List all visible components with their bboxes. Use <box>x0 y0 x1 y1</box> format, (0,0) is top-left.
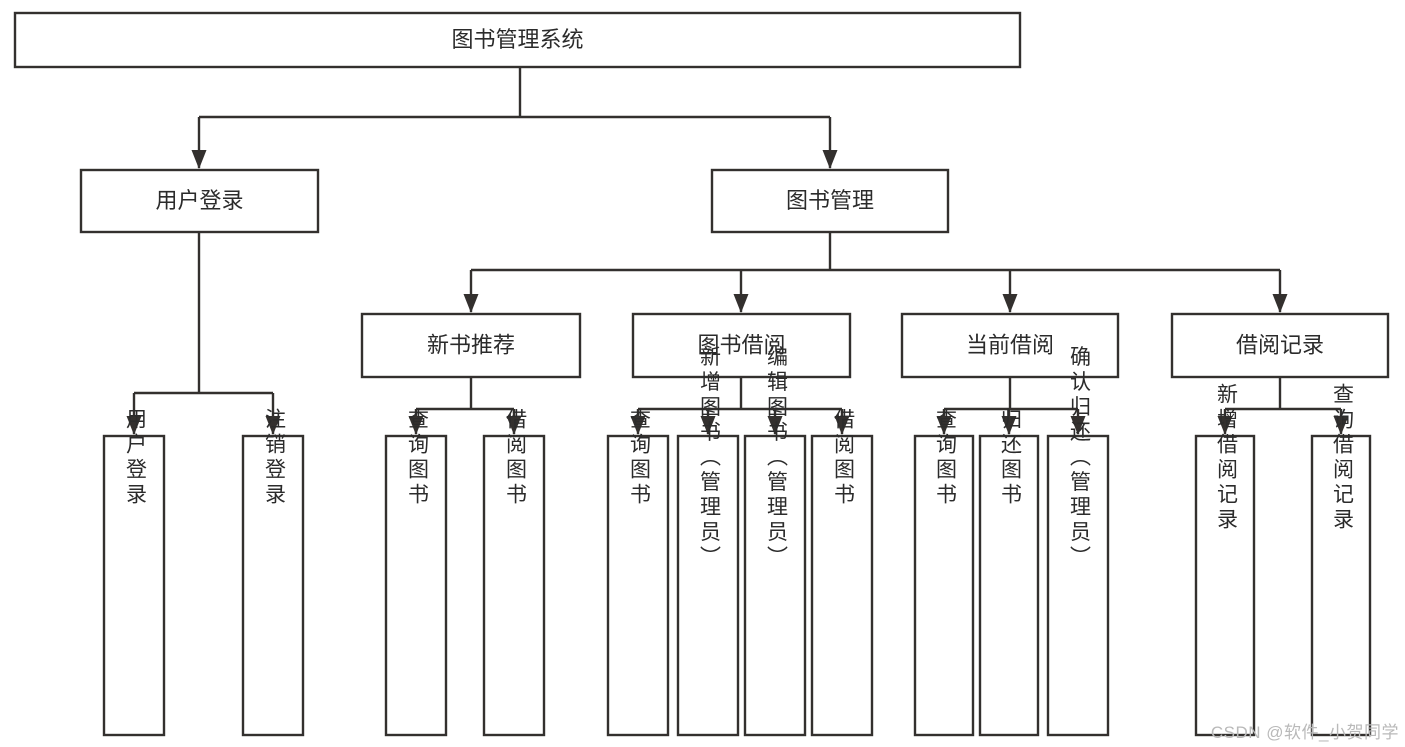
node-leaf-edit-book[interactable]: 编辑图书（管理员） <box>743 346 807 737</box>
arrow-head-icon <box>767 416 783 435</box>
node-label-new-book-rec: 新书推荐 <box>427 332 515 357</box>
node-leaf-query-book-2[interactable]: 查询图书 <box>606 408 670 737</box>
node-label-leaf-query-book-2: 查询图书 <box>627 408 651 508</box>
node-box-borrow-record <box>1170 312 1390 379</box>
arrow-head-icon <box>1333 416 1349 435</box>
node-leaf-add-record[interactable]: 新增借阅记录 <box>1194 383 1256 737</box>
node-root[interactable]: 图书管理系统 <box>13 11 1022 69</box>
node-leaf-return-book[interactable]: 归还图书 <box>978 408 1040 737</box>
arrow-head-icon <box>506 416 522 435</box>
node-user-login[interactable]: 用户登录 <box>79 168 320 234</box>
node-label-leaf-query-book-3: 查询图书 <box>933 408 957 508</box>
arrow-head-icon <box>1217 416 1233 435</box>
node-box-root <box>13 11 1022 69</box>
node-label-leaf-borrow-book-1: 借阅图书 <box>503 408 527 508</box>
node-box-leaf-add-record <box>1194 434 1256 737</box>
node-box-leaf-logout <box>241 434 305 737</box>
node-current-borrow[interactable]: 当前借阅 <box>900 312 1120 379</box>
node-label-book-manage: 图书管理 <box>786 188 874 213</box>
node-label-leaf-query-book-1: 查询图书 <box>405 408 429 508</box>
arrow-head-icon <box>1001 416 1017 435</box>
node-label-current-borrow: 当前借阅 <box>966 332 1054 357</box>
node-label-leaf-edit-book: 编辑图书（管理员） <box>764 346 788 571</box>
arrow-head-icon <box>265 416 281 435</box>
node-box-leaf-borrow-book-1 <box>482 434 546 737</box>
node-new-book-rec[interactable]: 新书推荐 <box>360 312 582 379</box>
node-label-leaf-return-book: 归还图书 <box>998 408 1022 508</box>
arrow-head-icon <box>1272 294 1288 313</box>
node-label-leaf-query-record: 查询借阅记录 <box>1330 383 1354 533</box>
node-book-borrow[interactable]: 图书借阅 <box>631 312 852 379</box>
arrow-head-icon <box>822 150 838 169</box>
arrow-head-icon <box>191 150 207 169</box>
node-label-leaf-add-book: 新增图书（管理员） <box>697 346 721 571</box>
node-leaf-confirm-return[interactable]: 确认归还（管理员） <box>1046 346 1110 737</box>
node-box-leaf-return-book <box>978 434 1040 737</box>
arrow-head-icon <box>834 416 850 435</box>
node-book-manage[interactable]: 图书管理 <box>710 168 950 234</box>
node-box-leaf-query-book-2 <box>606 434 670 737</box>
node-box-book-borrow <box>631 312 852 379</box>
node-leaf-query-book-1[interactable]: 查询图书 <box>384 408 448 737</box>
node-label-leaf-add-record: 新增借阅记录 <box>1214 383 1238 533</box>
node-leaf-query-record[interactable]: 查询借阅记录 <box>1310 383 1372 737</box>
node-box-current-borrow <box>900 312 1120 379</box>
node-label-leaf-user-login: 用户登录 <box>123 408 147 508</box>
node-box-new-book-rec <box>360 312 582 379</box>
arrow-head-icon <box>733 294 749 313</box>
node-label-leaf-borrow-book-2: 借阅图书 <box>831 408 855 508</box>
node-leaf-query-book-3[interactable]: 查询图书 <box>913 408 975 737</box>
node-label-user-login: 用户登录 <box>155 188 243 213</box>
node-borrow-record[interactable]: 借阅记录 <box>1170 312 1390 379</box>
node-box-leaf-query-book-1 <box>384 434 448 737</box>
node-box-leaf-confirm-return <box>1046 434 1110 737</box>
node-label-root: 图书管理系统 <box>451 27 583 52</box>
node-leaf-logout[interactable]: 注销登录 <box>241 408 305 737</box>
node-box-user-login <box>79 168 320 234</box>
arrow-head-icon <box>936 416 952 435</box>
arrow-head-icon <box>408 416 424 435</box>
node-box-leaf-user-login <box>102 434 166 737</box>
arrow-head-icon <box>630 416 646 435</box>
node-leaf-borrow-book-2[interactable]: 借阅图书 <box>810 408 874 737</box>
node-box-book-manage <box>710 168 950 234</box>
node-label-leaf-logout: 注销登录 <box>262 408 286 508</box>
node-leaf-user-login[interactable]: 用户登录 <box>102 408 166 737</box>
node-label-borrow-record: 借阅记录 <box>1236 332 1324 357</box>
node-box-leaf-borrow-book-2 <box>810 434 874 737</box>
arrow-head-icon <box>1002 294 1018 313</box>
arrow-head-icon <box>126 416 142 435</box>
node-box-leaf-query-record <box>1310 434 1372 737</box>
node-label-leaf-confirm-return: 确认归还（管理员） <box>1067 346 1091 571</box>
node-leaf-add-book[interactable]: 新增图书（管理员） <box>676 346 740 737</box>
arrow-head-icon <box>1070 416 1086 435</box>
node-box-leaf-query-book-3 <box>913 434 975 737</box>
node-label-book-borrow: 图书借阅 <box>697 332 785 357</box>
arrow-head-icon <box>463 294 479 313</box>
arrow-head-icon <box>700 416 716 435</box>
node-leaf-borrow-book-1[interactable]: 借阅图书 <box>482 408 546 737</box>
node-box-leaf-add-book <box>676 434 740 737</box>
node-box-leaf-edit-book <box>743 434 807 737</box>
